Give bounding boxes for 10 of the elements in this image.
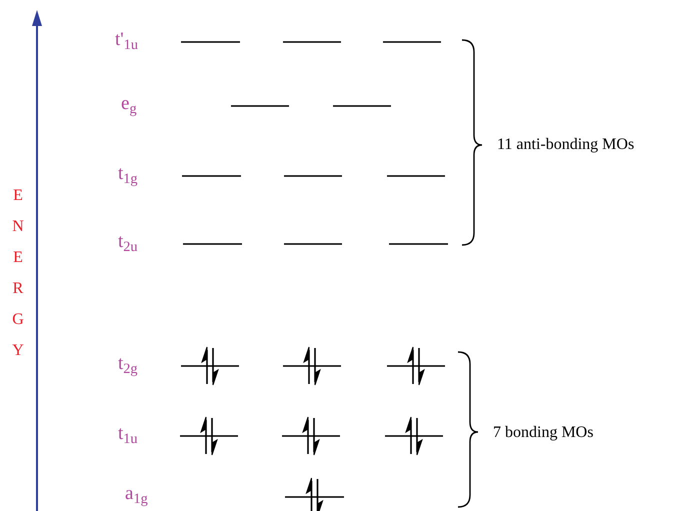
orbital-symbol: t$_{2u}$	[118, 230, 138, 254]
orbital-symbol: t$_{1u}$	[118, 422, 138, 446]
orbital-symbol: a$_{1g}$	[125, 482, 148, 506]
orbital-symbol: e$_{g}$	[121, 92, 137, 116]
annotation-text: 7 bonding MOs	[493, 423, 594, 443]
axis-label: ENERGY	[11, 186, 25, 361]
orbital-symbol: t'$_{1u}$	[115, 28, 138, 52]
orbital-symbol: t$_{1g}$	[118, 162, 138, 186]
orbital-symbol: t$_{2g}$	[118, 352, 138, 376]
annotation-text: 11 anti-bonding MOs	[497, 135, 634, 155]
